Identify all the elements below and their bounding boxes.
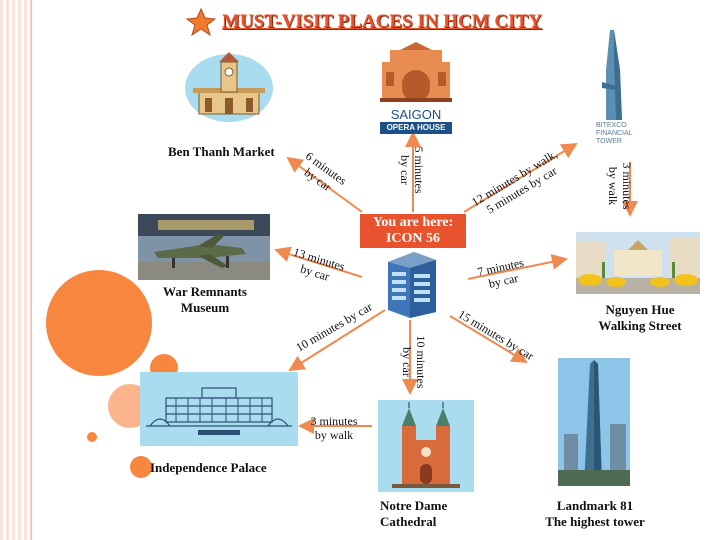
arrow-nguyen-hue — [467, 253, 568, 280]
label-war-remnants-line1: War Remnants — [163, 284, 247, 299]
label-landmark-line1: Landmark 81 — [556, 498, 634, 513]
label-war-remnants-line2: Museum — [180, 300, 230, 315]
opera-logo: SAIGON OPERA HOUSE — [376, 107, 456, 135]
label-landmark-line2: The highest tower — [545, 514, 645, 529]
deco-circle-tiny — [87, 432, 97, 442]
you-are-here-box: You are here: ICON 56 — [360, 214, 466, 248]
bitexco-logo-line2: FINANCIAL — [596, 130, 633, 137]
label-ben-thanh: Ben Thanh Market — [168, 144, 275, 159]
market-icon — [185, 52, 273, 122]
nguyen-hue-icon — [576, 232, 700, 294]
star-icon — [186, 8, 216, 36]
opera-logo-line2: OPERA HOUSE — [380, 122, 452, 134]
label-nguyen-hue: Nguyen Hue Walking Street — [590, 302, 690, 334]
bitexco-logo-line3: TOWER — [596, 138, 622, 145]
label-nguyen-hue-line1: Nguyen Hue — [605, 302, 675, 317]
label-nguyen-hue-line2: Walking Street — [598, 318, 682, 333]
left-stripe-line — [30, 0, 32, 540]
title-bar: MUST-VISIT PLACES IN HCM CITY — [186, 8, 566, 36]
time-notre-dame: 10 minutes by car — [400, 332, 428, 392]
landmark81-icon — [558, 358, 630, 486]
time-notre-dame-line2: by car — [400, 347, 414, 377]
notre-dame-icon — [378, 400, 474, 492]
label-independence: Independence Palace — [150, 460, 267, 475]
time-bitexco-walk: 3 minutes by walk — [606, 156, 634, 216]
page-title: MUST-VISIT PLACES IN HCM CITY — [222, 11, 542, 32]
deco-circle-large — [46, 270, 152, 376]
arrow-war-remnants — [274, 246, 363, 278]
you-are-here-line1: You are here: — [372, 215, 454, 230]
arrow-ben-thanh — [286, 156, 363, 213]
arrow-landmark — [449, 315, 528, 364]
time-independence-walk-line2: by walk — [314, 428, 354, 442]
you-are-here-line2: ICON 56 — [385, 231, 441, 246]
label-landmark: Landmark 81 The highest tower — [538, 498, 652, 530]
time-bitexco-walk-line1: 3 minutes — [620, 162, 634, 210]
label-notre-dame-line1: Notre Dame — [380, 498, 448, 513]
opera-building-shape — [380, 42, 452, 102]
time-independence-walk-line1: 3 minutes — [310, 414, 358, 428]
left-stripes — [0, 0, 28, 540]
label-notre-dame: Notre Dame Cathedral — [380, 498, 470, 530]
time-notre-dame-line1: 10 minutes — [414, 335, 428, 389]
bitexco-logo: BITEXCO FINANCIAL TOWER — [596, 122, 656, 146]
time-bitexco-walk-line2: by walk — [606, 166, 620, 206]
bitexco-shape — [602, 30, 622, 120]
bitexco-logo-line1: BITEXCO — [596, 122, 627, 129]
time-opera: 5 minutes by car — [398, 140, 426, 200]
time-independence-walk: 3 minutes by walk — [304, 414, 364, 442]
opera-house-icon: SAIGON OPERA HOUSE — [376, 42, 456, 135]
arrow-bitexco — [463, 142, 578, 213]
independence-palace-icon — [140, 372, 298, 446]
opera-logo-line1: SAIGON — [390, 107, 442, 122]
war-museum-icon — [138, 214, 270, 280]
deco-circle-small — [130, 456, 152, 478]
label-notre-dame-line2: Cathedral — [380, 514, 437, 529]
label-war-remnants: War Remnants Museum — [160, 284, 250, 316]
bitexco-tower-icon: BITEXCO FINANCIAL TOWER — [596, 30, 656, 150]
arrow-independence — [288, 309, 386, 372]
time-opera-line2: by car — [398, 155, 412, 185]
center-building-icon — [388, 252, 436, 318]
time-opera-line1: 5 minutes — [412, 146, 426, 194]
